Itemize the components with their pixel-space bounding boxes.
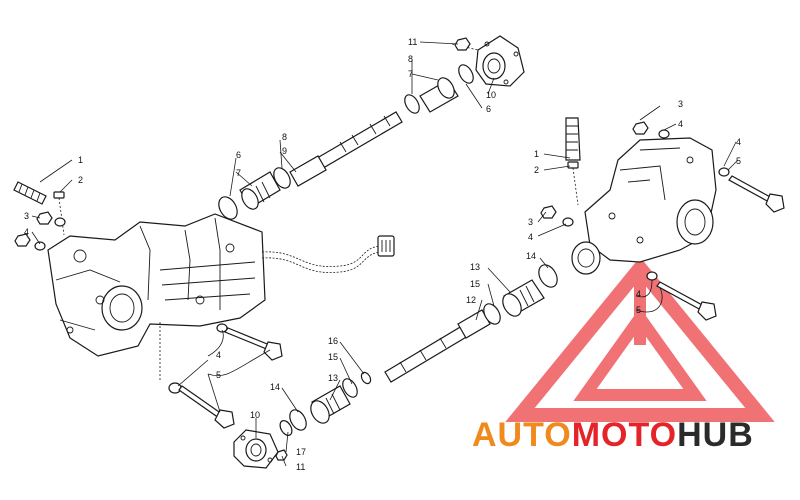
callout-5-lower-right: 5 (636, 305, 641, 315)
left-gear-case (47, 213, 266, 357)
callout-2-right: 2 (534, 165, 539, 175)
callout-14-lower: 14 (270, 382, 280, 392)
watermark-text: AUTOMOTOHUB (472, 416, 754, 454)
logo-inner-triangle (573, 307, 707, 401)
callout-labels: 1 2 3 4 6 7 8 9 11 8 7 10 6 1 2 3 4 4 5 … (24, 37, 741, 472)
callout-6-upper-left: 6 (236, 150, 241, 160)
callout-4-right-side: 4 (736, 137, 741, 147)
callout-15-lower-right: 15 (470, 279, 480, 289)
left-mount-bolt (159, 322, 283, 429)
callout-5-right-side: 5 (736, 156, 741, 166)
callout-8-upper-left: 8 (282, 132, 287, 142)
right-breather-boot (565, 117, 581, 206)
watermark-logo (505, 256, 775, 422)
left-nuts-washers (14, 211, 66, 251)
right-gear-case (571, 137, 717, 275)
callout-4-lower-right: 4 (636, 289, 641, 299)
svg-text:AUTOMOTOHUB: AUTOMOTOHUB (472, 416, 754, 454)
callout-4-lower-left: 4 (216, 350, 221, 360)
upper-right-seals (404, 64, 474, 114)
callout-11-upper: 11 (408, 37, 417, 47)
callout-7-upper-right: 7 (408, 69, 413, 79)
upper-flange-cover (451, 35, 525, 87)
callout-11-lower: 11 (296, 462, 305, 472)
lower-right-seals (483, 264, 558, 325)
callout-4-left: 4 (24, 227, 29, 237)
logo-outer-triangle (505, 256, 775, 422)
callout-2-left: 2 (78, 175, 83, 185)
callout-3-right-mid: 3 (528, 217, 533, 227)
leader-lines (31, 41, 739, 467)
right-boot-clip (567, 161, 579, 169)
callout-1-right: 1 (534, 149, 539, 159)
callout-4-right-mid: 4 (528, 232, 533, 242)
callout-6-upper-right: 6 (486, 104, 491, 114)
callout-1-left: 1 (78, 155, 83, 165)
left-boot-clip (53, 191, 65, 199)
callout-5-lower-left: 5 (216, 370, 221, 380)
watermark-part-hub: HUB (677, 416, 754, 454)
callout-13-lower-right: 13 (470, 262, 480, 272)
callout-17-lower: 17 (296, 447, 306, 457)
upper-left-seals (218, 167, 291, 220)
watermark-part-moto: MOTO (572, 416, 677, 454)
callout-13-lower: 13 (328, 373, 338, 383)
watermark-part-auto: AUTO (472, 416, 572, 454)
right-nuts-washers (540, 121, 670, 227)
callout-15-lower: 15 (328, 352, 338, 362)
right-case-bore (676, 199, 714, 245)
callout-12-lower-right: 12 (466, 295, 476, 305)
callout-4-right-top: 4 (678, 119, 683, 129)
left-breather-boot (13, 181, 65, 236)
callout-9-upper-left: 9 (282, 146, 287, 156)
callout-16-lower: 16 (328, 336, 338, 346)
callout-10-lower: 10 (250, 410, 260, 420)
callout-14-lower-right: 14 (526, 251, 536, 261)
right-mount-bolts (646, 167, 785, 321)
lower-left-seals (279, 371, 372, 436)
lower-drive-shaft (384, 309, 491, 383)
callout-3-left: 3 (24, 211, 29, 221)
callout-7-upper-left: 7 (236, 168, 241, 178)
callout-10-upper: 10 (486, 90, 496, 100)
upper-drive-shaft (289, 111, 403, 187)
wire-harness (261, 235, 395, 273)
callout-3-right-top: 3 (678, 99, 683, 109)
left-case-bore (101, 285, 143, 331)
lower-flange-cover (233, 429, 288, 469)
callout-8-upper-right: 8 (408, 54, 413, 64)
